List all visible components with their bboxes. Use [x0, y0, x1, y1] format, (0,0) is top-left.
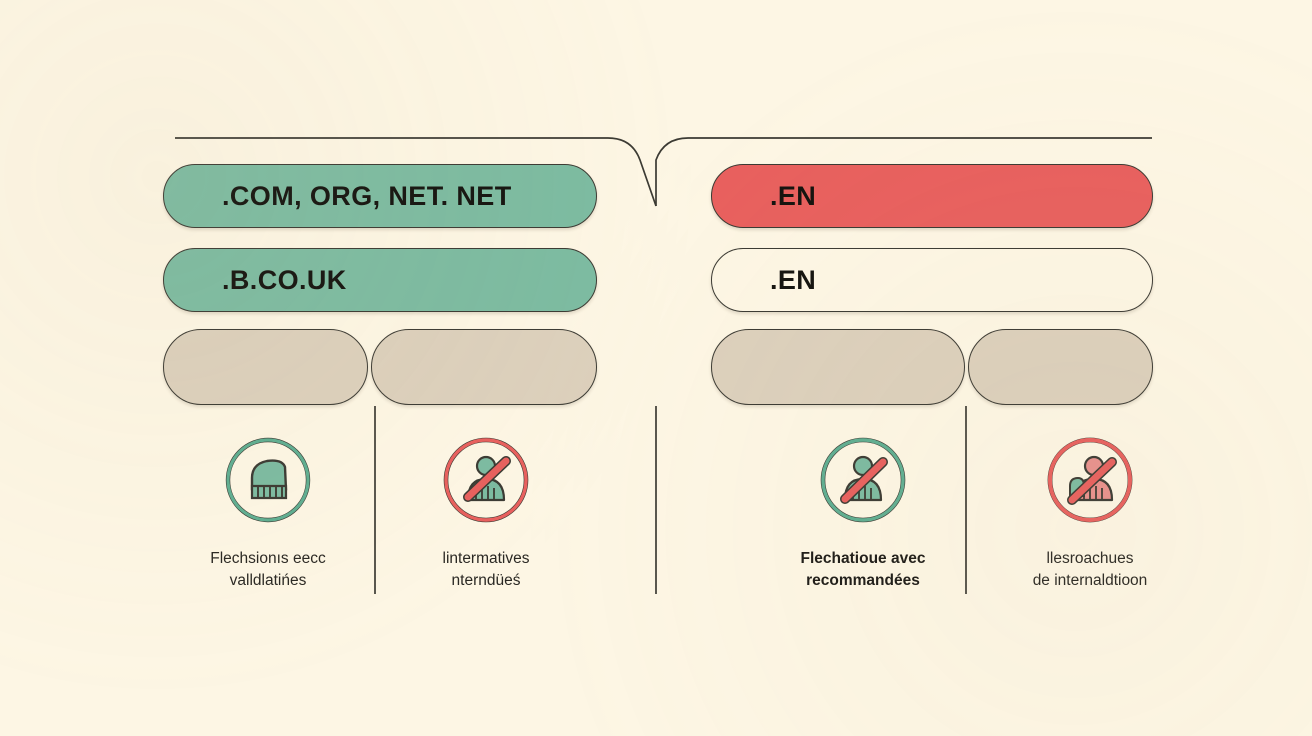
right-pill-placeholder-b[interactable]	[968, 329, 1153, 405]
left-pill-tld-generic-label: .COM, ORG, NET. NET	[222, 180, 512, 211]
no-person-circle-icon	[440, 434, 532, 526]
leaf-group-forbidden: lintermatives nterndüeś	[371, 434, 601, 593]
right-pill-placeholder-a[interactable]	[711, 329, 965, 405]
left-pill-tld-generic[interactable]: .COM, ORG, NET. NET	[163, 164, 597, 228]
leaf-group-international: llesroachues de internaldtioon	[975, 434, 1205, 593]
no-person-red-circle-icon	[1044, 434, 1136, 526]
leaf-group-recommended: Flechatioue avec recommandées	[748, 434, 978, 593]
no-person-green-ring-icon	[817, 434, 909, 526]
slash-glyph	[840, 457, 888, 504]
person-glyph	[250, 459, 288, 500]
right-pill-tld-en-outline-label: .EN	[770, 264, 817, 295]
right-pill-tld-en-filled-label: .EN	[770, 180, 817, 211]
leaf-group-valid: Flechsionıs eecc valldlatińes	[153, 434, 383, 593]
left-pill-tld-couk-label: .B.CO.UK	[222, 264, 347, 295]
left-pill-placeholder-b[interactable]	[371, 329, 597, 405]
left-pill-placeholder-a[interactable]	[163, 329, 368, 405]
leaf-caption-recommended: Flechatioue avec recommandées	[800, 550, 926, 590]
leaf-caption-international: llesroachues de internaldtioon	[1032, 550, 1148, 590]
right-pill-tld-en-filled[interactable]: .EN	[711, 164, 1153, 228]
right-pill-tld-en-outline[interactable]: .EN	[711, 248, 1153, 312]
check-person-circle-icon	[222, 434, 314, 526]
slash-glyph	[1067, 457, 1117, 505]
slash-glyph	[463, 456, 511, 502]
leaf-caption-valid: Flechsionıs eecc valldlatińes	[210, 550, 326, 590]
left-pill-tld-couk[interactable]: .B.CO.UK	[163, 248, 597, 312]
leaf-caption-forbidden: lintermatives nterndüeś	[442, 550, 530, 590]
